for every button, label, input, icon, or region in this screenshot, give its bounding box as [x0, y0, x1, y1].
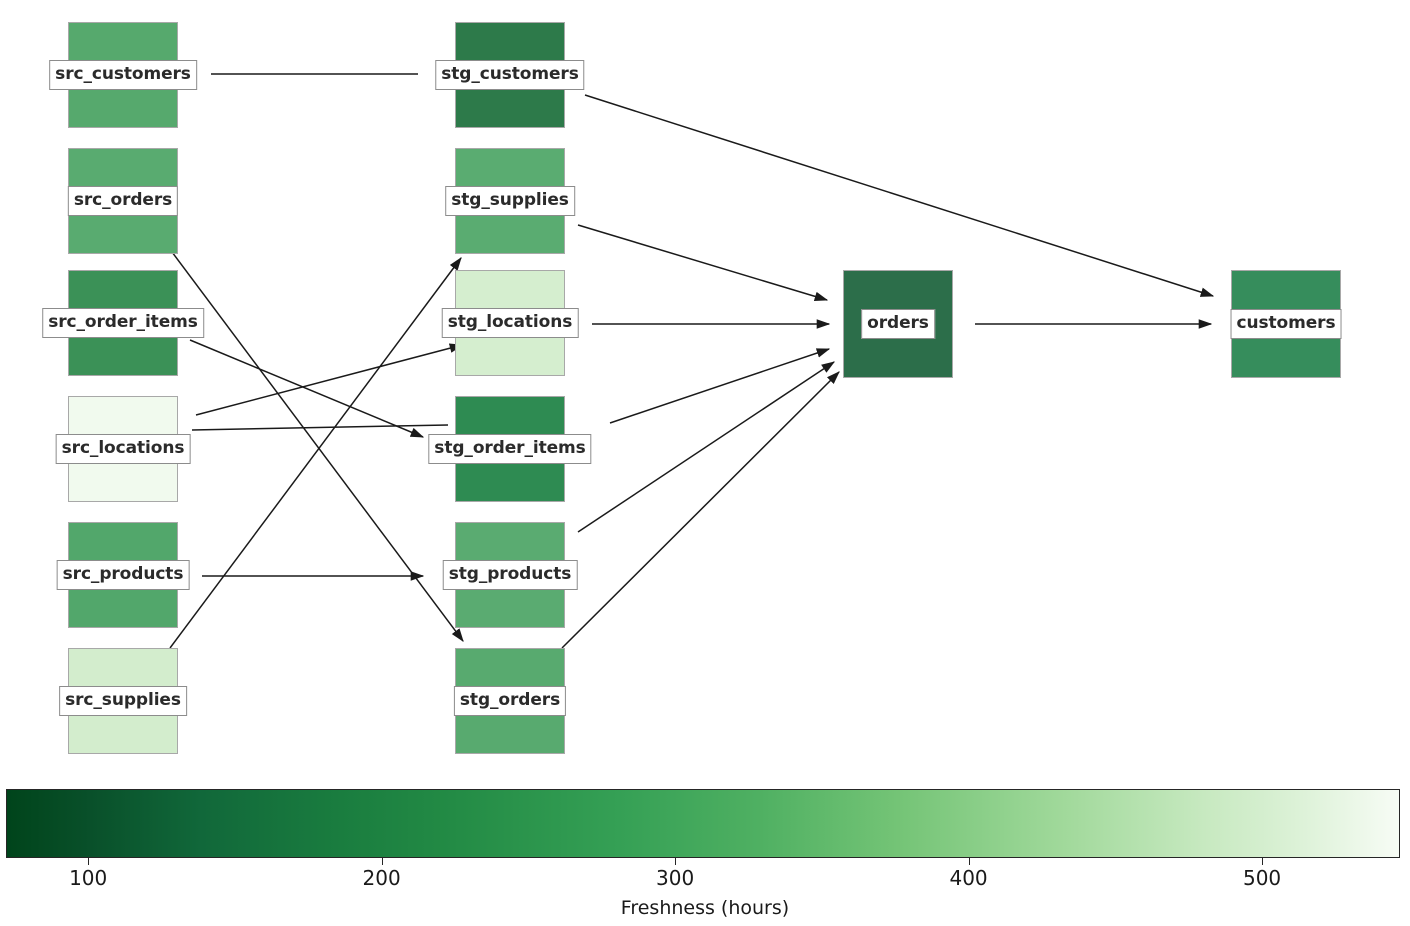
colorbar-tick-label-300: 300 — [656, 866, 695, 890]
colorbar-tick-label-400: 400 — [949, 866, 988, 890]
edge-src_locations-stg_order_items — [191, 424, 449, 431]
node-label-stg_products: stg_products — [442, 560, 578, 590]
node-label-src_orders: src_orders — [67, 186, 179, 216]
node-label-stg_orders: stg_orders — [453, 686, 567, 716]
freshness-colorbar[interactable] — [6, 789, 1400, 858]
edge-src_orders-stg_orders — [171, 251, 464, 642]
node-label-stg_locations: stg_locations — [441, 308, 579, 338]
edge-src_order_items-stg_locations — [195, 343, 464, 416]
node-label-stg_customers: stg_customers — [435, 60, 585, 90]
node-label-src_customers: src_customers — [49, 60, 197, 90]
edge-src_order_items-stg_order_items — [189, 339, 425, 438]
node-label-orders: orders — [861, 309, 935, 339]
colorbar-tick-label-500: 500 — [1242, 866, 1282, 890]
colorbar-axis-label: Freshness (hours) — [620, 897, 790, 919]
node-label-stg_supplies: stg_supplies — [445, 186, 575, 216]
edge-stg_order_items-orders — [609, 348, 831, 424]
colorbar-tick-300 — [675, 858, 677, 865]
colorbar-gradient — [7, 790, 1399, 857]
edge-stg_orders-orders — [561, 371, 840, 649]
node-label-src_supplies: src_supplies — [59, 686, 187, 716]
colorbar-tick-label-100: 100 — [69, 866, 108, 890]
edge-stg_supplies-orders — [577, 224, 829, 302]
node-label-src_locations: src_locations — [55, 434, 191, 464]
colorbar-tick-200 — [381, 858, 383, 865]
node-label-stg_order_items: stg_order_items — [428, 434, 592, 464]
colorbar-tick-500 — [1262, 858, 1264, 865]
edge-stg_products-orders — [577, 361, 835, 533]
node-label-src_order_items: src_order_items — [42, 308, 204, 338]
colorbar-tick-label-200: 200 — [362, 866, 401, 890]
colorbar-tick-400 — [968, 858, 970, 865]
colorbar-tick-100 — [88, 858, 90, 865]
edge-src_supplies-stg_locations — [169, 257, 462, 649]
edge-stg_customers-customers — [584, 94, 1215, 297]
node-label-src_products: src_products — [56, 560, 190, 590]
node-label-customers: customers — [1230, 309, 1342, 339]
